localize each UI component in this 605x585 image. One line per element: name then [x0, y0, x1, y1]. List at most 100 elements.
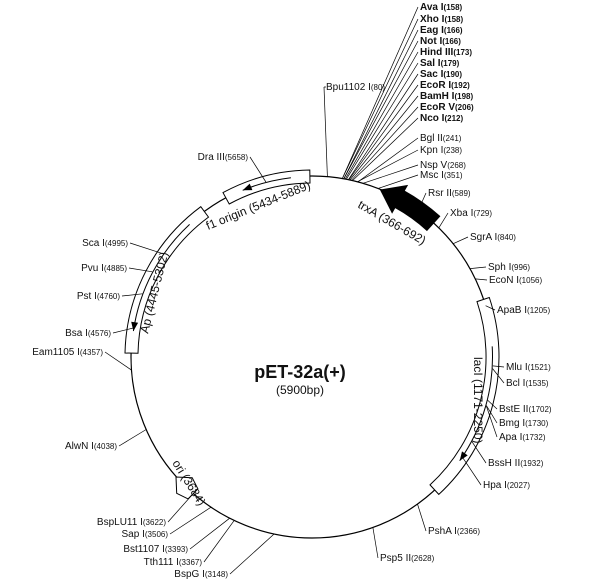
- site-left-pos-12: (3148): [205, 570, 228, 579]
- site-top-0: Ava I(158): [420, 2, 463, 13]
- site-top-pos-12: (238): [443, 146, 462, 155]
- site-top-9: EcoR V(206): [420, 102, 474, 113]
- site-right-8: BstE II(1702): [499, 404, 552, 415]
- leader-right-0: [417, 192, 427, 211]
- site-top-name-14: Msc I: [420, 170, 444, 181]
- site-top-name-5: Sal I: [420, 58, 441, 69]
- site-left-0: Bpu1102 I(80): [326, 82, 385, 93]
- site-labels: Ava I(158)Xho I (158) Eag I(166)Not I(166)…: [32, 2, 552, 580]
- leader-left-12: [229, 533, 275, 575]
- site-right-pos-10: (1732): [522, 433, 545, 442]
- site-top-name-6: Sac I: [420, 69, 444, 80]
- site-right-0: Rsr II(589): [428, 188, 471, 199]
- site-left-pos-7: (4038): [94, 442, 117, 451]
- site-right-name-7: Bcl I: [506, 378, 525, 389]
- site-top-name-1: Xho I: [420, 14, 445, 25]
- site-left-pos-3: (4885): [104, 264, 127, 273]
- site-top-pos-13: (268): [447, 161, 466, 170]
- site-top-5: Sal I(179): [420, 58, 460, 69]
- site-top-pos-8: (198): [454, 92, 473, 101]
- leader-right-12: [462, 457, 482, 486]
- leader-left-9: [169, 506, 212, 535]
- leader-top-2: [343, 29, 419, 179]
- leader-right-5: [485, 305, 496, 311]
- site-right-pos-7: (1535): [525, 379, 548, 388]
- leader-top-7: [348, 84, 419, 181]
- leader-left-5: [112, 327, 134, 334]
- leader-right-1: [438, 212, 449, 229]
- site-left-8: BspLU11 I(3622): [97, 517, 166, 528]
- leader-left-0: [323, 86, 328, 177]
- leader-right-6: [492, 365, 505, 368]
- site-left-name-7: AlwN I: [65, 441, 94, 452]
- site-right-pos-11: (1932): [520, 459, 543, 468]
- site-top-name-4: Hind III: [420, 47, 454, 58]
- site-left-7: AlwN I(4038): [65, 441, 117, 452]
- ap-arrow-line: [132, 224, 190, 332]
- site-left-pos-8: (3622): [143, 518, 166, 527]
- site-right-2: SgrA I(840): [470, 232, 516, 243]
- site-top-pos-0: (158): [444, 3, 463, 12]
- leader-top-13: [362, 164, 419, 184]
- site-top-12: Kpn I(238): [420, 145, 462, 156]
- site-left-2: Sca I(4995): [82, 238, 128, 249]
- site-top-13: Nsp V(268): [420, 160, 466, 171]
- leader-top-12: [357, 149, 419, 183]
- site-right-pos-12: (2027): [507, 481, 530, 490]
- leader-right-4: [475, 278, 488, 281]
- site-right-11: BssH II(1932): [488, 458, 544, 469]
- site-top-7: EcoR I(192): [420, 80, 470, 91]
- site-right-pos-6: (1521): [528, 363, 551, 372]
- site-right-1: Xba I(729): [450, 208, 492, 219]
- site-right-pos-8: (1702): [528, 405, 551, 414]
- site-top-name-2: Eag I: [420, 25, 444, 36]
- site-right-name-5: ApaB I: [497, 305, 527, 316]
- site-left-pos-11: (3367): [179, 558, 202, 567]
- plasmid-size: (5900bp): [276, 383, 324, 397]
- site-left-9: Sap I(3506): [122, 529, 169, 540]
- site-right-12: Hpa I(2027): [483, 480, 530, 491]
- site-top-10: Nco I(212): [420, 113, 463, 124]
- site-left-name-8: BspLU11 I: [97, 517, 143, 528]
- site-right-name-1: Xba I: [450, 208, 473, 219]
- leader-top-0: [341, 6, 419, 179]
- site-right-pos-3: (996): [511, 263, 530, 272]
- leader-top-11: [357, 137, 419, 183]
- site-right-name-6: Mlu I: [506, 362, 528, 373]
- site-left-pos-10: (3393): [165, 545, 188, 554]
- site-top-pos-10: (212): [444, 114, 463, 123]
- site-left-pos-6: (4357): [80, 348, 103, 357]
- site-right-3: Sph I(996): [488, 262, 530, 273]
- site-right-4: EcoN I(1056): [489, 275, 542, 286]
- site-left-name-6: Eam1105 I: [32, 347, 80, 358]
- leader-right-9: [486, 405, 498, 424]
- site-left-name-12: BspG I: [174, 569, 205, 580]
- site-left-4: Pst I(4760): [77, 291, 120, 302]
- leader-right-7: [492, 368, 505, 384]
- leader-top-3: [343, 40, 419, 179]
- site-right-name-11: BssH II: [488, 458, 520, 469]
- site-right-name-3: Sph I: [488, 262, 511, 273]
- site-left-name-4: Pst I: [77, 291, 97, 302]
- site-left-name-1: Dra III: [198, 152, 225, 163]
- site-top-name-13: Nsp V: [420, 160, 448, 171]
- leader-left-11: [203, 520, 235, 563]
- site-top-name-10: Nco I: [420, 113, 445, 124]
- site-right-name-14: Psp5 II: [380, 553, 411, 564]
- site-right-6: Mlu I(1521): [506, 362, 551, 373]
- site-right-name-4: EcoN I: [489, 275, 519, 286]
- site-top-3: Not I(166): [420, 36, 461, 47]
- site-top-pos-11: (241): [443, 134, 462, 143]
- laci-label: lacI (1171-2250): [471, 357, 485, 444]
- site-left-5: Bsa I(4576): [65, 328, 111, 339]
- site-right-name-12: Hpa I: [483, 480, 507, 491]
- site-top-pos-14: (351): [444, 171, 463, 180]
- site-top-name-9: EcoR V: [420, 102, 455, 113]
- features-layer: [124, 169, 500, 500]
- leader-right-11: [471, 441, 487, 464]
- site-left-name-0: Bpu1102 I: [326, 82, 371, 93]
- plasmid-title: pET-32a(+): [254, 362, 346, 382]
- site-right-5: ApaB I(1205): [497, 305, 550, 316]
- site-top-2: Eag I(166): [420, 25, 463, 36]
